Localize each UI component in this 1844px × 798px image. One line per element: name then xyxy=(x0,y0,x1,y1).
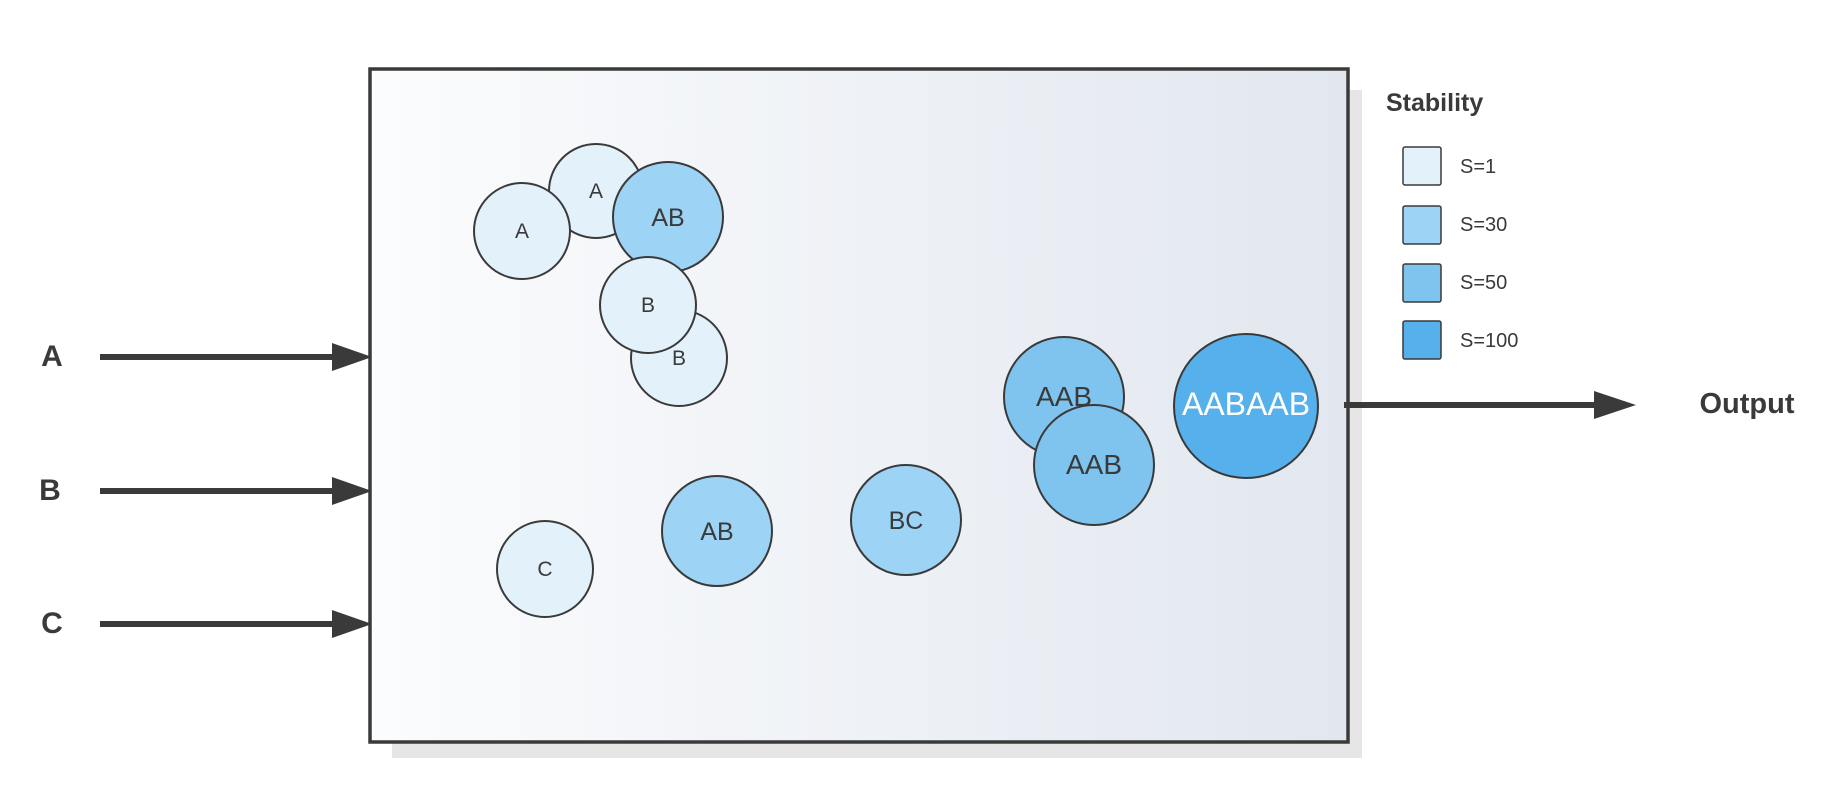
molecule-label: AAB xyxy=(1066,449,1122,480)
molecule: AABAAB xyxy=(1173,333,1319,479)
input-label-a: A xyxy=(41,340,63,373)
molecule-label: C xyxy=(537,558,552,581)
input-label-c: C xyxy=(41,607,63,640)
legend-item-label: S=30 xyxy=(1460,214,1507,236)
output-label: Output xyxy=(1699,388,1794,420)
molecule-label: B xyxy=(672,347,686,370)
legend-item-s30: S=30 xyxy=(1402,205,1507,245)
legend-item-s100: S=100 xyxy=(1402,320,1518,360)
molecule-label: A xyxy=(589,180,603,203)
molecule: B xyxy=(599,256,697,354)
legend-item-s50: S=50 xyxy=(1402,263,1507,303)
legend-title: Stability xyxy=(1386,89,1483,117)
molecule-label: B xyxy=(641,294,655,317)
molecule-label: AABAAB xyxy=(1182,386,1310,422)
input-arrow-b xyxy=(100,477,372,505)
molecule: C xyxy=(496,520,594,618)
molecule-label: AB xyxy=(700,518,733,546)
legend-item-s1: S=1 xyxy=(1402,146,1496,186)
molecule: AB xyxy=(612,161,724,273)
legend: Stability S=1 S=30 S=50 S=100 xyxy=(1386,89,1518,360)
legend-item-label: S=1 xyxy=(1460,156,1496,178)
input-label-b: B xyxy=(39,474,61,507)
output-arrow xyxy=(1344,391,1636,419)
legend-item-label: S=50 xyxy=(1460,272,1507,294)
molecule: BC xyxy=(850,464,962,576)
molecule-label: AB xyxy=(651,204,684,232)
molecule-label: A xyxy=(515,220,529,243)
molecule: A xyxy=(473,182,571,280)
legend-item-label: S=100 xyxy=(1460,330,1518,352)
input-arrow-c xyxy=(100,610,372,638)
molecule: AAB xyxy=(1033,404,1155,526)
molecule: AB xyxy=(661,475,773,587)
molecule-label: BC xyxy=(889,507,924,535)
input-arrow-a xyxy=(100,343,372,371)
